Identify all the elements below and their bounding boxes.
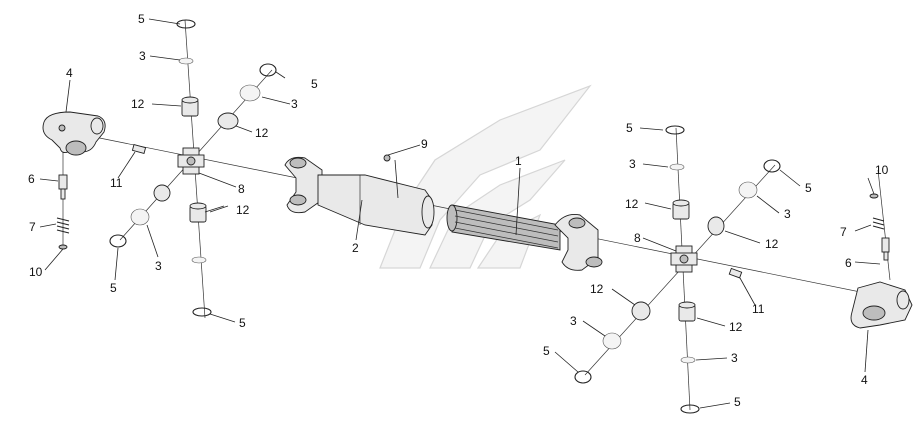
callout-left-10: 10 xyxy=(29,265,43,279)
callout-right-12-left: 12 xyxy=(590,282,604,296)
tube-grease-nipple xyxy=(383,154,391,162)
callout-right-3-bottom: 3 xyxy=(731,351,738,365)
callout-left-12-bottom: 12 xyxy=(236,203,250,217)
callout-right-3-right: 3 xyxy=(784,207,791,221)
right-circlip-bottom xyxy=(680,404,700,414)
callout-9: 9 xyxy=(421,137,428,151)
callout-left-3-right: 3 xyxy=(291,97,298,111)
callout-left-5-bottom: 5 xyxy=(239,316,246,330)
splined-shaft xyxy=(446,204,561,251)
left-spring xyxy=(56,217,70,234)
left-circlip-top xyxy=(176,19,196,29)
shaft-yoke xyxy=(554,214,603,271)
callout-labels: 1 2 9 4 5 3 12 5 3 12 6 11 8 7 10 12 3 5… xyxy=(28,12,889,409)
callout-right-3-top: 3 xyxy=(629,157,636,171)
right-yoke xyxy=(850,281,913,329)
callout-right-6: 6 xyxy=(845,256,852,270)
right-washer-small xyxy=(869,193,879,199)
left-washer-bottom xyxy=(191,256,207,264)
callout-right-8: 8 xyxy=(634,231,641,245)
callout-right-5-top: 5 xyxy=(626,121,633,135)
left-cross-spider xyxy=(177,147,205,175)
left-bearing-cup-top xyxy=(181,96,199,117)
left-grease-nipple xyxy=(131,143,147,155)
left-pin xyxy=(58,174,68,200)
left-washer-lower-left xyxy=(130,208,150,226)
left-washer-upper-right xyxy=(239,84,261,102)
callout-right-7: 7 xyxy=(840,225,847,239)
right-bearing-cup-lower-left xyxy=(631,301,651,321)
left-bearing-cup-upper-right xyxy=(217,112,239,130)
callout-left-3-bottom: 3 xyxy=(155,259,162,273)
left-bearing-cup-bottom xyxy=(189,202,207,223)
left-circlip-bottom xyxy=(192,307,212,317)
right-circlip-upper-right xyxy=(763,159,781,173)
left-washer-small xyxy=(58,244,68,250)
right-cross-spider xyxy=(670,245,698,273)
right-circlip-top xyxy=(665,125,685,135)
callout-right-5-bottom: 5 xyxy=(734,395,741,409)
right-spring xyxy=(872,217,885,230)
left-bearing-cup-lower-left xyxy=(153,184,171,202)
callout-left-8: 8 xyxy=(238,182,245,196)
callout-right-12-bottom: 12 xyxy=(729,320,743,334)
callout-left-3-top: 3 xyxy=(139,49,146,63)
callout-right-12-right: 12 xyxy=(765,237,779,251)
callout-left-7: 7 xyxy=(29,220,36,234)
left-yoke xyxy=(42,111,106,156)
right-washer-upper-right xyxy=(738,181,758,199)
callout-right-12-top: 12 xyxy=(625,197,639,211)
callout-left-12-top: 12 xyxy=(131,97,145,111)
callout-left-5-top: 5 xyxy=(138,12,145,26)
callout-left-11: 11 xyxy=(110,176,123,190)
right-bearing-cup-bottom xyxy=(678,301,696,322)
leader-lines xyxy=(39,18,881,409)
left-washer-top xyxy=(178,57,194,65)
callout-right-3-left: 3 xyxy=(570,314,577,328)
callout-right-11: 11 xyxy=(752,302,765,316)
right-circlip-lower-left xyxy=(574,370,592,384)
right-grease-nipple xyxy=(728,267,743,279)
outer-tube xyxy=(317,174,435,236)
callout-left-12-right: 12 xyxy=(255,126,269,140)
left-circlip-upper-right xyxy=(259,63,277,77)
callout-left-5-right: 5 xyxy=(311,77,318,91)
right-washer-bottom xyxy=(680,356,696,364)
callout-right-5-right: 5 xyxy=(805,181,812,195)
right-bearing-cup-top xyxy=(672,199,690,220)
callout-left-4: 4 xyxy=(66,66,73,80)
right-bearing-cup-upper-right xyxy=(707,216,725,236)
callout-2: 2 xyxy=(352,241,359,255)
callout-right-5-left: 5 xyxy=(543,344,550,358)
callout-right-10: 10 xyxy=(875,163,889,177)
right-pin xyxy=(881,237,890,261)
left-circlip-lower-left xyxy=(109,234,127,248)
callout-left-6: 6 xyxy=(28,172,35,186)
tube-yoke xyxy=(284,156,323,214)
callout-right-4: 4 xyxy=(861,373,868,387)
right-washer-lower-left xyxy=(602,332,622,350)
callout-1: 1 xyxy=(515,154,522,168)
right-washer-top xyxy=(669,163,685,171)
callout-left-5-left: 5 xyxy=(110,281,117,295)
